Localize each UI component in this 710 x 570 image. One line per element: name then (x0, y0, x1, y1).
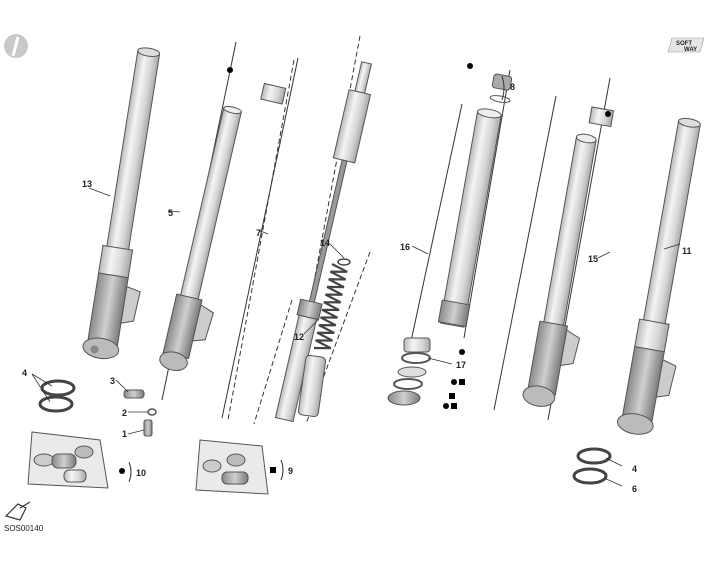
callout-4-left: 4 (22, 368, 27, 378)
marker-dots (119, 63, 611, 474)
callout-2: 2 (122, 408, 127, 418)
leader-lines (31, 187, 681, 487)
callout-15: 15 (588, 254, 598, 264)
callout-17: 17 (456, 360, 466, 370)
fork-leg-16 (409, 69, 513, 347)
fork-leg-13 (82, 47, 161, 360)
spring-12 (253, 251, 371, 425)
svg-text:WAY: WAY (684, 47, 697, 53)
oil-can-icon (4, 501, 31, 521)
callout-10: 10 (136, 468, 146, 478)
callout-8: 8 (510, 82, 515, 92)
diagram-code: SOS00140 (4, 524, 44, 533)
callout-14: 14 (320, 238, 330, 248)
callout-9: 9 (288, 466, 293, 476)
seal-kit-10-box (27, 431, 109, 489)
callout-1: 1 (122, 429, 127, 439)
info-badge-icon (4, 34, 28, 58)
callout-labels: 13 5 7 14 12 16 8 15 11 17 4 3 2 1 10 9 … (22, 82, 692, 494)
fork-leg-15 (493, 77, 615, 421)
callout-12: 12 (294, 332, 304, 342)
axle-clamps-left (38, 379, 76, 413)
callout-4-right: 4 (632, 464, 637, 474)
callout-11: 11 (682, 246, 692, 256)
softway-logo: SOFT WAY (667, 37, 705, 53)
bracket-marks (128, 75, 505, 483)
callout-3: 3 (110, 376, 115, 386)
fork-leg-5 (159, 41, 299, 419)
callout-7: 7 (256, 228, 261, 238)
callout-6: 6 (632, 484, 637, 494)
seal-kit-17 (387, 337, 431, 406)
callout-16: 16 (400, 242, 410, 252)
svg-text:SOFT: SOFT (676, 41, 692, 47)
seal-kit-9-box (195, 439, 269, 495)
bolt-set (123, 389, 157, 437)
callout-13: 13 (82, 179, 92, 189)
cartridge-7 (227, 35, 373, 423)
axle-clamps-right (572, 447, 612, 485)
callout-5: 5 (168, 208, 173, 218)
fork-leg-11 (616, 117, 701, 435)
